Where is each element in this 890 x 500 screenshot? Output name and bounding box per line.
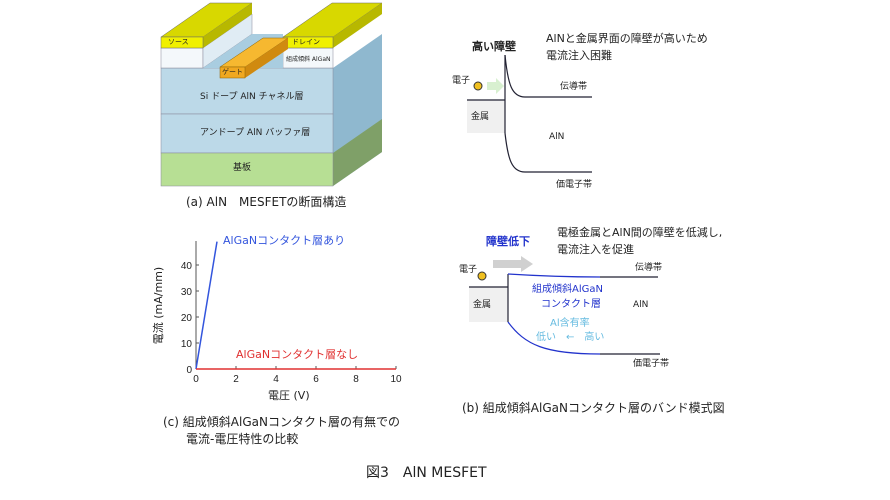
buffer-label: アンドープ AlN バッファ層	[200, 128, 311, 138]
valence-band-label: 価電子帯	[633, 359, 670, 369]
note-bottom-2: 電流注入を促進	[557, 243, 634, 256]
y-tick-label: 20	[181, 313, 193, 324]
contact-layer-label-1: 組成傾斜AlGaN	[532, 284, 603, 295]
metal-label: 金属	[471, 112, 490, 122]
electron-label: 電子	[452, 76, 471, 86]
substrate-label: 基板	[233, 163, 252, 173]
y-tick-label: 0	[186, 365, 192, 376]
channel-label: Si ドープ AlN チャネル層	[200, 92, 304, 102]
conduction-band-label: 伝導帯	[560, 82, 588, 92]
x-tick-label: 6	[313, 374, 319, 385]
y-tick-label: 30	[181, 287, 193, 298]
caption-b: (b) 組成傾斜AlGaNコンタクト層のバンド模式図	[462, 401, 725, 415]
band-diagram-high-barrier	[467, 54, 592, 173]
y-tick-label: 40	[181, 261, 193, 272]
drain-label: ドレイン	[292, 38, 320, 46]
legend-with-contact: AlGaNコンタクト層あり	[223, 234, 346, 247]
mesfet-cross-section	[160, 2, 383, 187]
caption-c-1: (c) 組成傾斜AlGaNコンタクト層の有無での	[163, 415, 400, 429]
high-barrier-label: 高い障壁	[472, 40, 516, 53]
caption-c-2: 電流-電圧特性の比較	[186, 432, 299, 446]
x-tick-label: 0	[193, 374, 199, 385]
contact-layer-label-2: コンタクト層	[541, 299, 601, 310]
aln-label: AlN	[549, 132, 565, 142]
x-tick-label: 4	[273, 374, 279, 385]
note-bottom-1: 電極金属とAlN間の障壁を低減し,	[557, 226, 723, 239]
metal-label: 金属	[473, 300, 492, 310]
al-content-label: Al含有率	[550, 318, 590, 329]
conduction-band-label: 伝導帯	[635, 263, 663, 273]
note-top-1: AlNと金属界面の障壁が高いため	[546, 32, 708, 45]
lowered-barrier-label: 障壁低下	[486, 235, 530, 248]
aln-label: AlN	[633, 300, 649, 310]
note-top-2: 電流注入困難	[546, 49, 612, 62]
source-label: ソース	[168, 38, 189, 46]
y-axis-label: 電流 (mA/mm)	[152, 266, 166, 345]
x-tick-label: 2	[233, 374, 239, 385]
electron-label: 電子	[459, 265, 478, 275]
band-diagram-low-barrier	[469, 256, 660, 355]
x-tick-label: 8	[353, 374, 359, 385]
x-axis-label: 電圧 (V)	[268, 389, 310, 402]
valence-band-label: 価電子帯	[556, 180, 593, 190]
algan-label: 組成傾斜 AlGaN	[286, 56, 331, 63]
iv-chart: 0 2 4 6 8 10 0 10 20 30 40	[181, 241, 402, 385]
series-line-0	[195, 241, 218, 370]
gate-label: ゲート	[222, 68, 243, 76]
al-gradient-label: 低い ← 高い	[536, 332, 605, 343]
figure-caption: 図3 AlN MESFET	[366, 465, 487, 481]
y-tick-label: 10	[181, 339, 193, 350]
caption-a: (a) AlN MESFETの断面構造	[186, 195, 347, 209]
legend-without-contact: AlGaNコンタクト層なし	[236, 348, 359, 361]
x-tick-label: 10	[390, 374, 402, 385]
